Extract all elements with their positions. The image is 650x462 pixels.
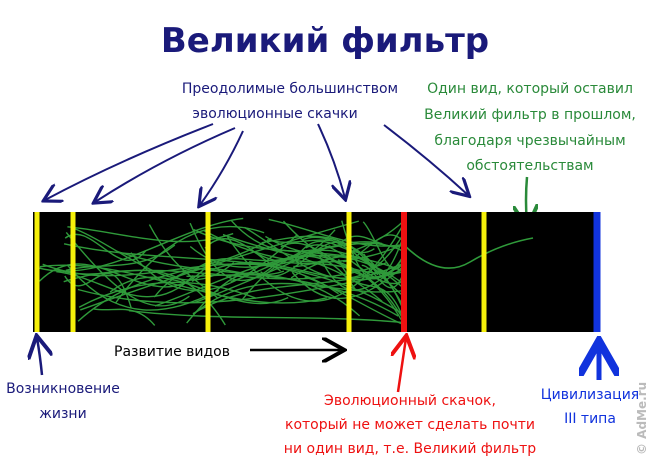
species-strand bbox=[80, 220, 359, 311]
great-filter-label-line3: ни один вид, т.е. Великий фильтр bbox=[284, 441, 536, 457]
one-species-label: Один вид, который оставил Великий фильтр… bbox=[424, 81, 636, 174]
one-species-line4: обстоятельствам bbox=[466, 158, 593, 174]
great-filter-arrow bbox=[398, 338, 406, 393]
species-strand bbox=[338, 235, 405, 248]
species-strand bbox=[77, 271, 405, 304]
species-strand bbox=[301, 236, 405, 298]
species-strand bbox=[337, 258, 405, 321]
species-strand bbox=[42, 263, 339, 295]
species-strand bbox=[362, 221, 405, 270]
species-strand bbox=[250, 249, 405, 321]
species-strand bbox=[65, 244, 176, 272]
species-strand bbox=[318, 254, 405, 291]
species-strand bbox=[282, 220, 405, 275]
species-strand bbox=[193, 228, 405, 273]
species-strand bbox=[293, 240, 375, 262]
watermark: © AdMe.ru bbox=[635, 382, 649, 455]
species-strand bbox=[226, 223, 405, 302]
origin-arrow bbox=[37, 338, 42, 376]
species-strand bbox=[130, 234, 298, 292]
species-strand bbox=[230, 255, 356, 290]
surmountable-label-line1: Преодолимые большинством bbox=[182, 81, 398, 97]
evolutionary-jumps bbox=[34, 212, 601, 332]
one-species-line3: благодаря чрезвычайным bbox=[434, 133, 625, 149]
species-strand bbox=[305, 244, 405, 285]
species-strand bbox=[39, 264, 327, 304]
species-strand bbox=[230, 219, 405, 253]
one-species-line2: Великий фильтр в прошлом, bbox=[424, 107, 636, 123]
species-strand bbox=[189, 222, 278, 282]
development-label: Развитие видов bbox=[114, 344, 230, 360]
great-filter-label-line1: Эволюционный скачок, bbox=[324, 393, 496, 409]
diagram-title: Великий фильтр bbox=[161, 21, 489, 61]
species-strand bbox=[244, 226, 405, 279]
one-species-line1: Один вид, который оставил bbox=[427, 81, 633, 97]
species-strand bbox=[192, 282, 405, 315]
origin-label-line1: Возникновение bbox=[6, 381, 120, 397]
origin-label-line2: жизни bbox=[39, 406, 86, 422]
great-filter-label-line2: который не может сделать почти bbox=[285, 417, 535, 433]
species-strand bbox=[128, 310, 405, 324]
surviving-species-strand bbox=[403, 237, 534, 269]
species-strand bbox=[93, 308, 156, 326]
species-strand bbox=[66, 264, 219, 311]
species-strand bbox=[268, 218, 405, 247]
species-strand bbox=[222, 233, 383, 302]
species-strand bbox=[75, 228, 235, 281]
civilization-label-line1: Цивилизация bbox=[541, 387, 639, 403]
surmountable-label-line2: эволюционные скачки bbox=[192, 106, 357, 122]
surmountable-arrows bbox=[45, 123, 468, 205]
species-strands bbox=[36, 217, 405, 326]
species-strand bbox=[67, 226, 234, 243]
species-strand bbox=[154, 254, 405, 307]
species-strand bbox=[153, 267, 285, 298]
civilization-label-line2: III типа bbox=[564, 411, 616, 427]
